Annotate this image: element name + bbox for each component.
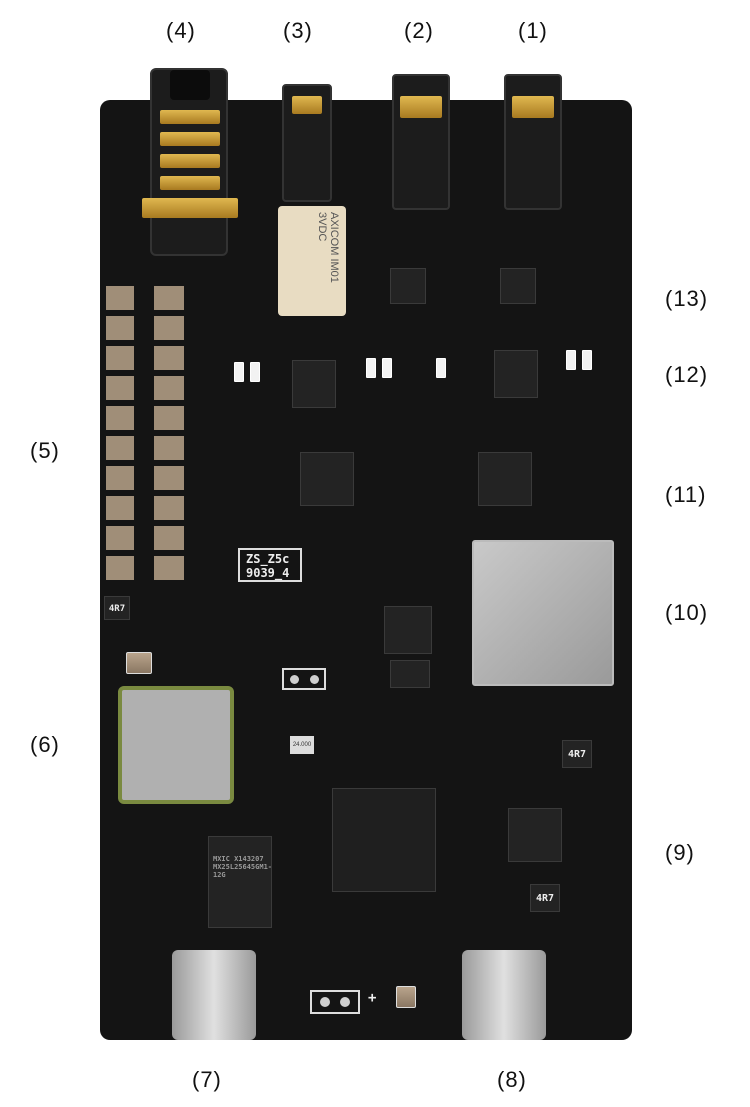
label-10: (10) xyxy=(665,600,709,625)
power-header xyxy=(310,990,360,1014)
jack-3 xyxy=(282,84,332,202)
board-silkscreen-label: ZS_Z5c 9039_4 xyxy=(238,548,302,582)
op-amp-left xyxy=(292,360,336,408)
jack-4 xyxy=(142,68,238,256)
resistor xyxy=(234,362,244,382)
capacitor xyxy=(126,652,152,674)
amp-chip-2 xyxy=(390,268,426,304)
op-amp-right xyxy=(494,350,538,398)
usb-c-port-8[interactable] xyxy=(462,950,546,1040)
label-11: (11) xyxy=(665,482,707,507)
crystal: 24.000 xyxy=(290,736,314,754)
label-2: (2) xyxy=(404,18,434,43)
label-4: (4) xyxy=(166,18,196,43)
flash-memory-chip: MXIC X143207 MX25L25645GM1-12G xyxy=(208,836,272,928)
sd-card-slot xyxy=(472,540,614,686)
dac-left xyxy=(300,452,354,506)
resistor xyxy=(250,362,260,382)
silk-line-2: 9039_4 xyxy=(246,566,290,580)
label-3: (3) xyxy=(283,18,313,43)
label-6: (6) xyxy=(30,732,60,757)
jack-1 xyxy=(504,74,562,210)
small-chip xyxy=(390,660,430,688)
jack-2 xyxy=(392,74,450,210)
label-12: (12) xyxy=(665,362,709,387)
wireless-module xyxy=(118,686,234,804)
label-5: (5) xyxy=(30,438,60,463)
inductor: 4R7 xyxy=(562,740,592,768)
resistor xyxy=(566,350,576,370)
label-9: (9) xyxy=(665,840,695,865)
capacitor-bank xyxy=(106,280,196,580)
label-7: (7) xyxy=(192,1067,222,1092)
capacitor xyxy=(396,986,416,1008)
usb-c-port-7[interactable] xyxy=(172,950,256,1040)
resistor xyxy=(382,358,392,378)
mcu-chip xyxy=(332,788,436,892)
resistor xyxy=(582,350,592,370)
inductor-3: 4R7 xyxy=(104,596,130,620)
resistor xyxy=(436,358,446,378)
relay: AXICOM IM01 3VDC xyxy=(278,206,346,316)
test-header xyxy=(282,668,326,690)
amp-chip-1 xyxy=(500,268,536,304)
label-1: (1) xyxy=(518,18,548,43)
dac-right xyxy=(478,452,532,506)
power-chip xyxy=(508,808,562,862)
pcb-board: AXICOM IM01 3VDC ZS_Z5c 9039_4 24.000 MX… xyxy=(100,68,632,1040)
usb-chip xyxy=(384,606,432,654)
label-13: (13) xyxy=(665,286,709,311)
resistor xyxy=(366,358,376,378)
inductor-2: 4R7 xyxy=(530,884,560,912)
label-8: (8) xyxy=(497,1067,527,1092)
plus-sign: + xyxy=(368,990,377,1006)
silk-line-1: ZS_Z5c xyxy=(246,552,290,566)
